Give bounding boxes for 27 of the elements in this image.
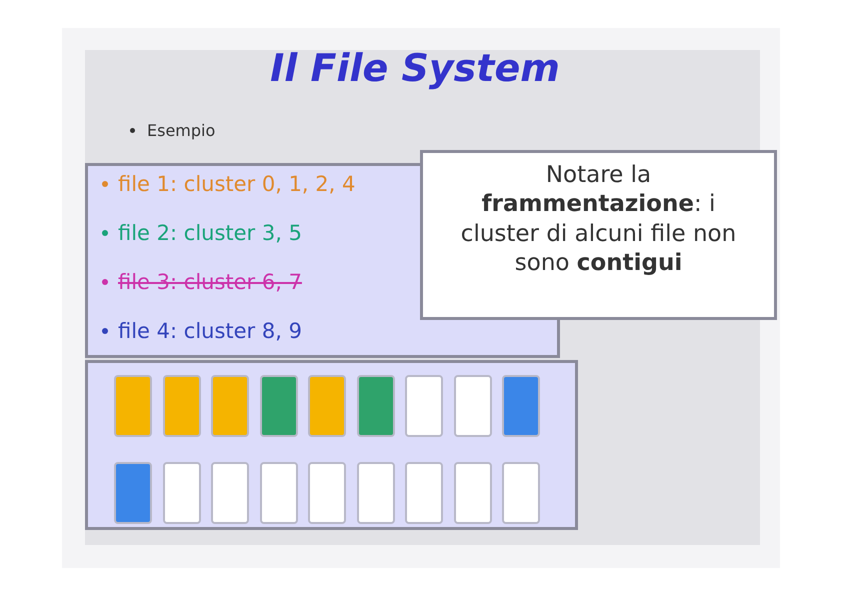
cluster-block bbox=[211, 375, 249, 437]
disk-panel bbox=[85, 360, 578, 530]
slide-title: Il File System bbox=[269, 46, 561, 92]
cluster-block bbox=[405, 462, 443, 524]
cluster-block bbox=[260, 375, 298, 437]
cluster-block bbox=[260, 462, 298, 524]
callout-box bbox=[420, 150, 777, 320]
list-item: file 3: cluster 6, 7 bbox=[118, 270, 302, 294]
callout-text: Notare la frammentazione: i cluster di alcuni file non sono contigui bbox=[460, 161, 738, 278]
cluster-block bbox=[308, 462, 346, 524]
cluster-block bbox=[114, 462, 152, 524]
cluster-block bbox=[356, 375, 394, 437]
bullet-text: Esempio bbox=[147, 121, 216, 140]
cluster-block bbox=[405, 375, 443, 437]
cluster-block bbox=[502, 375, 540, 437]
list-item: file 2: cluster 3, 5 bbox=[118, 221, 302, 245]
list-item: file 4: cluster 8, 9 bbox=[118, 319, 302, 343]
cluster-block bbox=[502, 462, 540, 524]
cluster-block bbox=[162, 375, 200, 437]
cluster-block bbox=[308, 375, 346, 437]
list-item: file 1: cluster 0, 1, 2, 4 bbox=[118, 172, 356, 196]
cluster-block bbox=[211, 462, 249, 524]
cluster-block bbox=[162, 462, 200, 524]
cluster-block bbox=[454, 462, 492, 524]
cluster-block bbox=[454, 375, 492, 437]
cluster-block bbox=[114, 375, 152, 437]
cluster-block bbox=[356, 462, 394, 524]
